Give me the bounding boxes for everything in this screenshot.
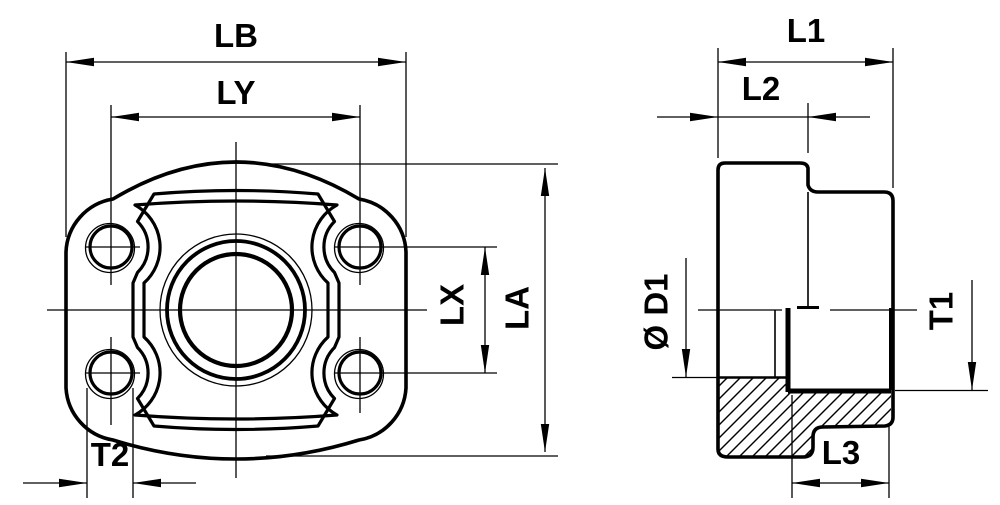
bolt-hole-top-left: [84, 222, 136, 274]
dim-label-l3: L3: [822, 434, 861, 471]
t2-extension-lines: [86, 388, 134, 498]
lb-extension-lines: [65, 52, 407, 237]
bolt-hole-bottom-right: [333, 348, 385, 400]
dim-label-t2: T2: [91, 436, 130, 473]
front-view: LB LY LX LA T2: [23, 17, 558, 498]
bolt-hole-top-right: [333, 222, 385, 274]
dim-label-la: LA: [499, 286, 536, 330]
dim-label-t1: T1: [923, 292, 960, 331]
boss-circle: [165, 239, 307, 381]
l3-arrow-left: [792, 478, 820, 488]
l1-arrow-right: [865, 57, 893, 67]
t2-arrow-right: [133, 478, 161, 488]
l3-extension-lines: [791, 395, 890, 498]
l1-arrow-left: [718, 57, 746, 67]
flange-outline: [64, 160, 408, 461]
l2-arrow-left: [690, 112, 718, 122]
lb-arrow-right: [378, 57, 406, 67]
ly-arrow-right: [332, 112, 360, 122]
t1-arrow-down: [967, 362, 977, 390]
fitting-outline: [716, 161, 895, 459]
raised-face-contour-inner: [133, 199, 339, 421]
la-arrow-top: [540, 168, 550, 196]
dim-label-ly: LY: [216, 74, 255, 111]
la-arrow-bottom: [540, 424, 550, 452]
ly-arrow-left: [111, 112, 139, 122]
raised-face-contour-outer: [131, 188, 341, 432]
dim-label-l1: L1: [787, 12, 826, 49]
l1-extension-lines: [717, 48, 894, 188]
section-hatch: [718, 378, 891, 457]
l3-arrow-right: [861, 478, 889, 488]
bolt-hole-bottom-left: [84, 348, 136, 400]
l2-arrow-right: [808, 112, 836, 122]
lx-arrow-top: [480, 247, 490, 275]
side-view: L1 L2 Ø D1 T1 L3: [638, 12, 988, 498]
lb-arrow-left: [66, 57, 94, 67]
boss-chamfer-circle: [159, 233, 313, 387]
lx-arrow-bottom: [480, 345, 490, 373]
dim-label-d1: Ø D1: [638, 273, 675, 350]
bore-circle: [177, 251, 295, 369]
dim-label-lx: LX: [434, 284, 471, 326]
d1-arrow-down: [681, 349, 691, 377]
dim-label-l2: L2: [742, 70, 781, 107]
t2-arrow-left: [59, 478, 87, 488]
dim-label-lb: LB: [214, 17, 258, 54]
la-extension-lines: [266, 163, 558, 457]
